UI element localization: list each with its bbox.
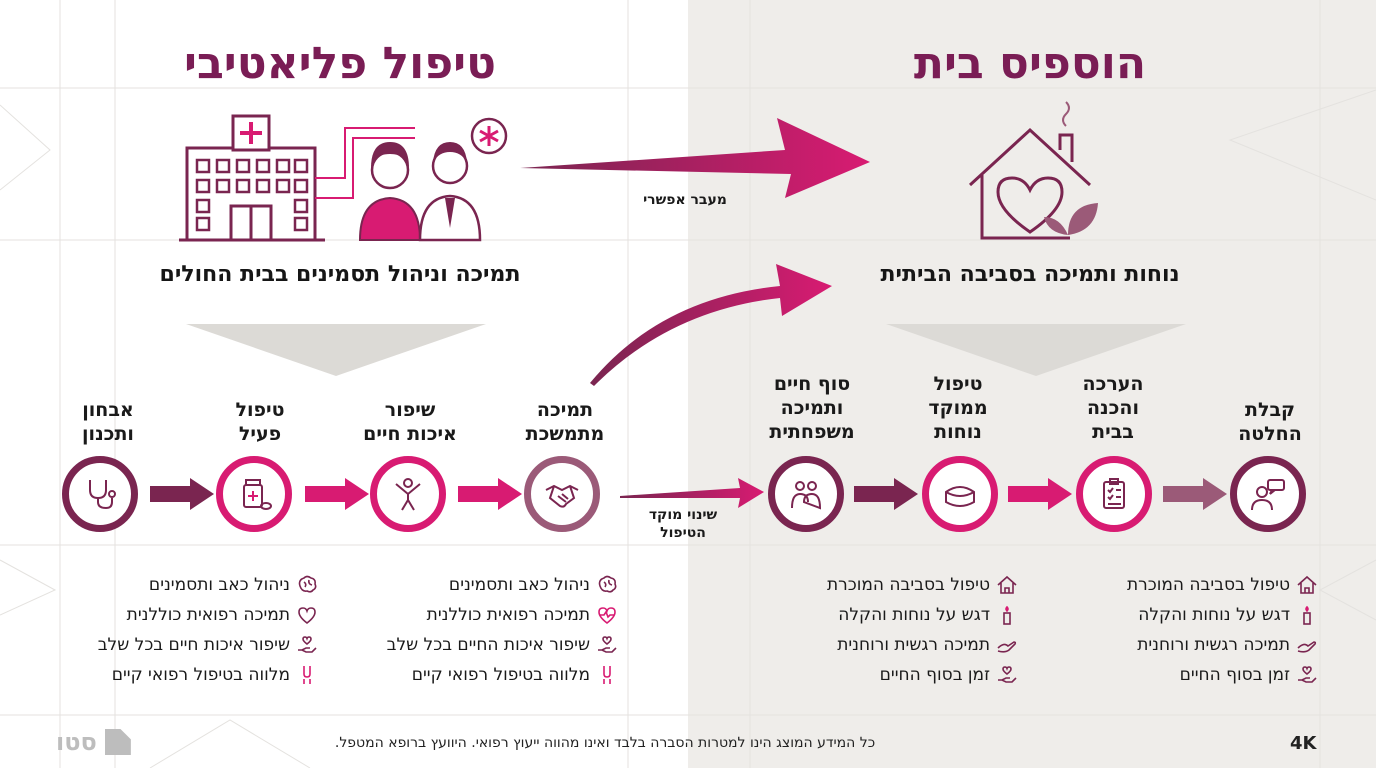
bullets-palliative-a: ניהול כאב ותסמינים תמיכה רפואית כוללנית … — [50, 570, 320, 690]
heart-icon — [298, 607, 316, 625]
hospice-subtitle: נוחות ותמיכה בסביבה הביתית — [880, 262, 1180, 287]
right-funnel — [886, 324, 1186, 376]
candle-icon — [1303, 605, 1311, 625]
doctor-icon — [418, 142, 482, 242]
step-label-active-treatment: טיפול פעיל — [235, 399, 285, 445]
list-item: מלווה בטיפול רפואי קיים — [50, 660, 320, 690]
list-item: טיפול בסביבה המוכרת — [1080, 570, 1320, 600]
right-panel-background — [688, 0, 1376, 768]
list-item: ניהול כאב ותסמינים — [350, 570, 620, 600]
family-hug-icon — [791, 481, 822, 510]
logo-mark-icon — [104, 729, 131, 755]
medicine-bottle-icon — [243, 479, 272, 510]
hands-icon — [1297, 641, 1317, 653]
list-item: מלווה בטיפול רפואי קיים — [350, 660, 620, 690]
home-icon — [997, 575, 1017, 594]
step-label-quality-of-life: שיפור איכות חיים — [363, 399, 457, 445]
step-circle-home-assessment — [1076, 456, 1152, 532]
step-circle-comfort-care — [922, 456, 998, 532]
nurse-icon — [358, 142, 422, 241]
clipboard-icon — [1103, 478, 1125, 509]
list-item: דגש על נוחות והקלה — [1080, 600, 1320, 630]
step-label-comfort-care: טיפול ממוקד נוחות — [928, 373, 988, 443]
step-label-ongoing-support: תמיכה מתמשכת — [525, 399, 605, 445]
list-item: זמן בסוף החיים — [1080, 660, 1320, 690]
list-item: תמיכה רגשית ורוחנית — [780, 630, 1020, 660]
list-item: תמיכה רפואית כוללנית — [50, 600, 320, 630]
candle-icon — [1003, 605, 1011, 625]
step-label-end-of-life: סוף חיים ותמיכה משפחתית — [769, 373, 855, 443]
resolution-badge: 4K — [1290, 733, 1317, 754]
medical-star-icon — [470, 117, 508, 155]
step-circle-ongoing-support — [524, 456, 600, 532]
bullets-hospice-a: טיפול בסביבה המוכרת דגש על נוחות והקלה ת… — [780, 570, 1020, 690]
step-label-diagnosis: אבחון ותכנון — [82, 399, 134, 445]
joint-icon — [603, 666, 611, 684]
list-item: תמיכה רגשית ורוחנית — [1080, 630, 1320, 660]
list-item: דגש על נוחות והקלה — [780, 600, 1020, 630]
hand-heart-icon — [298, 636, 317, 653]
home-icon — [1297, 575, 1317, 594]
step-circle-diagnosis — [62, 456, 138, 532]
list-item: ניהול כאב ותסמינים — [50, 570, 320, 600]
list-item: תמיכה רפואית כוללנית — [350, 600, 620, 630]
hands-icon — [997, 641, 1017, 653]
list-item: שיפור איכות החיים בכל שלב — [350, 630, 620, 660]
palliative-care-title: טיפול פליאטיבי — [184, 38, 496, 89]
bullets-palliative-b: ניהול כאב ותסמינים תמיכה רפואית כוללנית … — [350, 570, 620, 690]
hand-heart-icon — [1298, 666, 1317, 683]
person-speech-icon — [1251, 479, 1285, 511]
curved-arrow — [590, 264, 832, 386]
step-label-decision: קבלת החלטה — [1238, 399, 1302, 445]
hospital-staff-illustration — [179, 114, 508, 242]
home-hospice-title: הוספיס בית — [913, 38, 1147, 89]
hand-heart-icon — [598, 636, 617, 653]
list-item: טיפול בסביבה המוכרת — [780, 570, 1020, 600]
home-heart-illustration — [968, 101, 1098, 240]
left-funnel — [186, 324, 486, 376]
person-raised-arms-icon — [395, 478, 421, 511]
list-item: זמן בסוף החיים — [780, 660, 1020, 690]
palliative-subtitle: תמיכה וניהול תסמינים בבית החולים — [159, 262, 521, 287]
brain-icon — [598, 575, 617, 593]
step-label-home-assessment: הערכה והכנה בבית — [1082, 373, 1144, 443]
stethoscope-icon — [89, 480, 116, 510]
list-item: שיפור איכות חיים בכל שלב — [50, 630, 320, 660]
joint-icon — [303, 666, 311, 684]
step-circle-quality-of-life — [370, 456, 446, 532]
bullets-hospice-b: טיפול בסביבה המוכרת דגש על נוחות והקלה ת… — [1080, 570, 1320, 690]
brain-icon — [298, 575, 317, 593]
heartbeat-icon — [598, 607, 616, 625]
handshake-icon — [545, 484, 579, 508]
transition-arrow — [520, 118, 870, 198]
flow-arrows — [150, 478, 1227, 510]
disclaimer-text: כל המידע המוצג הינו למטרות הסברה בלבד וא… — [334, 735, 876, 751]
step-circle-decision — [1230, 456, 1306, 532]
step-circle-end-of-life — [768, 456, 844, 532]
focus-change-label: שינוי מוקד הטיפול — [648, 507, 718, 541]
transition-label: מעבר אפשרי — [643, 192, 727, 208]
hospital-icon — [179, 114, 325, 242]
hand-heart-icon — [998, 666, 1017, 683]
step-circle-active-treatment — [216, 456, 292, 532]
brand-logo: סטו — [56, 728, 131, 756]
pillow-icon — [945, 486, 975, 507]
